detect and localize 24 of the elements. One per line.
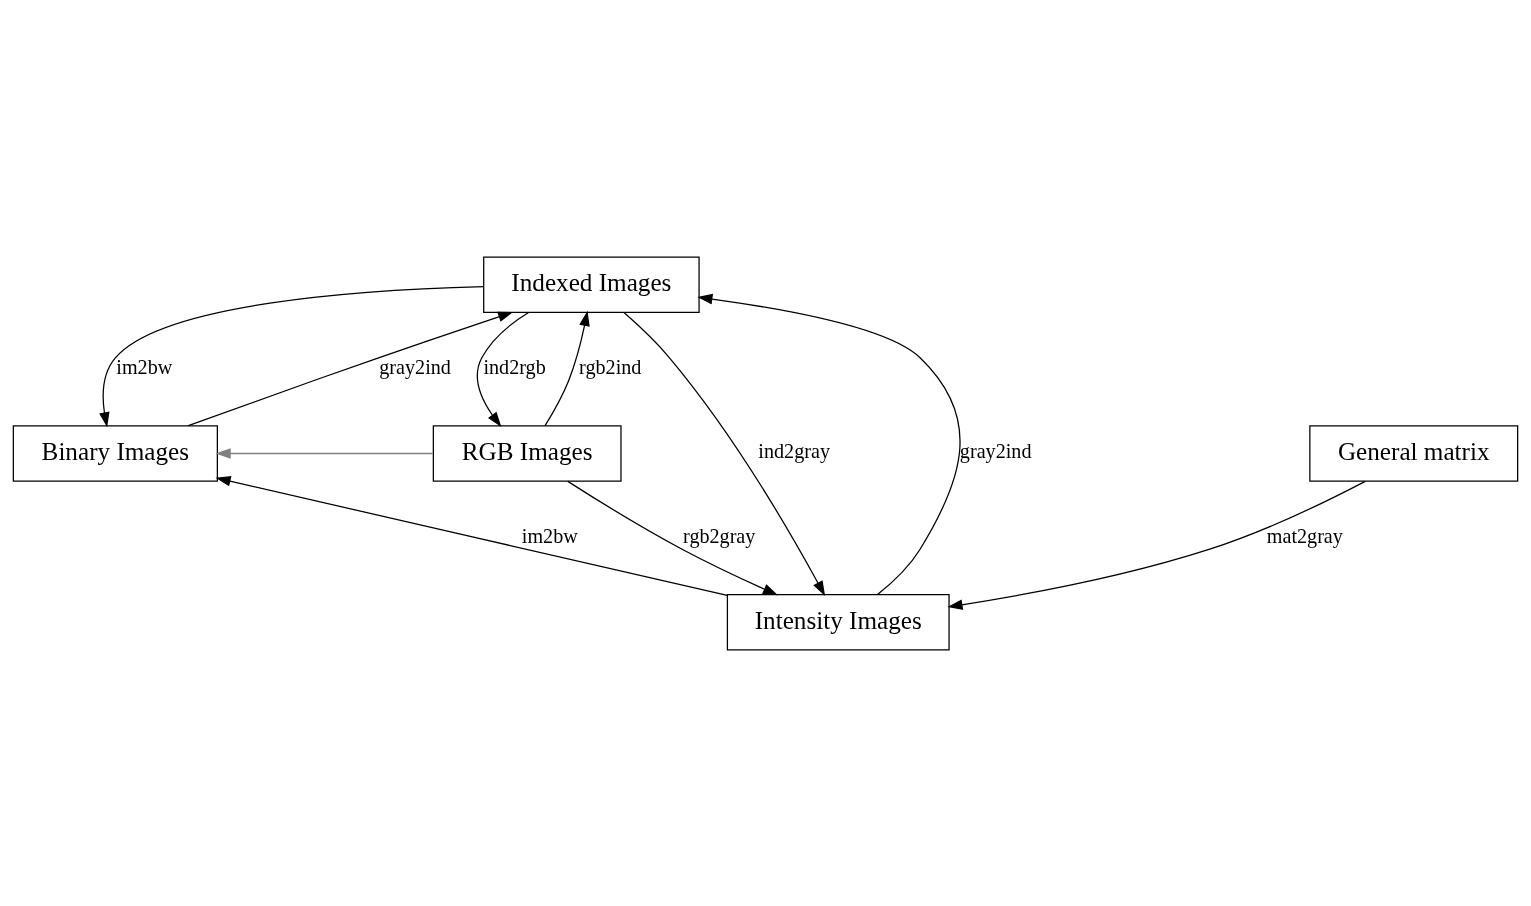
node-box: Intensity Images — [726, 593, 950, 651]
edge-label: ind2gray — [758, 439, 830, 462]
node-box: Binary Images — [12, 424, 218, 482]
edge-label: gray2ind — [959, 439, 1032, 462]
arrow — [623, 311, 826, 596]
arrow — [215, 475, 728, 596]
node-box: RGB Images — [432, 424, 622, 482]
arrow — [476, 311, 530, 427]
arrow — [567, 480, 778, 595]
edge-label: im2bw — [116, 355, 173, 378]
edge-label: rgb2gray — [683, 524, 756, 547]
arrow — [187, 311, 514, 426]
node-box: General matrix — [1309, 424, 1519, 482]
arrow — [697, 293, 961, 595]
edge-label: mat2gray — [1266, 524, 1343, 547]
edge-label: rgb2ind — [579, 355, 642, 378]
arrow — [215, 447, 434, 459]
edge-label: gray2ind — [379, 355, 451, 378]
edge-label: ind2rgb — [483, 355, 546, 378]
arrow — [947, 480, 1366, 610]
node-box: Indexed Images — [483, 255, 700, 313]
edge-label: im2bw — [521, 524, 578, 547]
arrow — [544, 310, 590, 426]
arrow — [99, 285, 485, 427]
